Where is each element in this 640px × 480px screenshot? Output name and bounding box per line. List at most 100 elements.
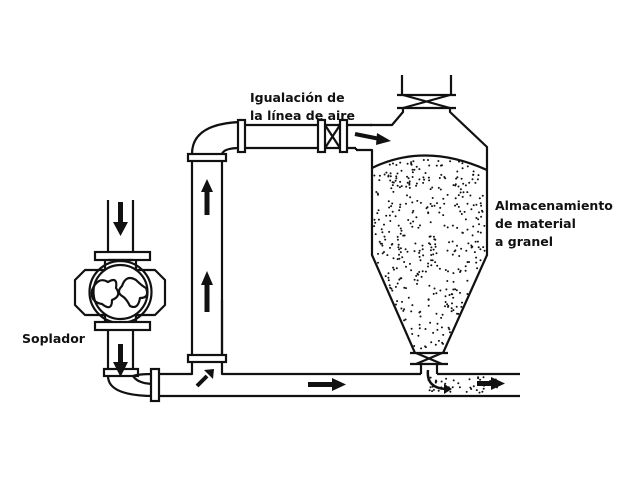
- particle: [403, 308, 406, 311]
- particle: [456, 170, 459, 173]
- particle: [479, 248, 482, 251]
- particle: [466, 202, 469, 205]
- particle: [447, 326, 450, 329]
- particle: [399, 161, 402, 164]
- particle: [394, 285, 397, 288]
- particle: [438, 267, 441, 270]
- particle: [439, 289, 442, 292]
- particle: [396, 172, 399, 175]
- particle: [419, 224, 421, 227]
- particle: [444, 295, 447, 298]
- particle: [482, 387, 485, 390]
- particle: [459, 188, 462, 191]
- particle: [380, 228, 383, 231]
- particle: [427, 176, 430, 179]
- particle: [444, 301, 447, 303]
- particle: [478, 391, 481, 394]
- riser-pipe: [186, 120, 241, 364]
- particle: [446, 193, 449, 196]
- particle: [412, 220, 415, 223]
- particle: [450, 310, 453, 313]
- arrow-diagonal-icon: [195, 369, 214, 388]
- particle: [403, 261, 406, 263]
- particle: [403, 286, 406, 289]
- particle: [468, 378, 471, 381]
- particle: [457, 185, 460, 188]
- particle: [429, 221, 432, 224]
- particle: [427, 304, 430, 307]
- particle: [378, 240, 381, 243]
- particle: [480, 215, 483, 218]
- particle: [408, 182, 411, 185]
- particle: [469, 386, 472, 389]
- particle: [459, 210, 462, 213]
- particle: [385, 214, 388, 217]
- particle: [470, 208, 473, 211]
- particle: [472, 170, 475, 173]
- particle: [472, 173, 475, 176]
- particle: [381, 244, 384, 247]
- particle: [374, 233, 377, 236]
- particle: [460, 247, 463, 250]
- particle: [381, 231, 384, 234]
- particle: [421, 244, 424, 247]
- particle: [410, 310, 413, 313]
- particle: [479, 259, 482, 262]
- particle: [409, 222, 412, 225]
- particle: [409, 262, 411, 265]
- particle: [455, 177, 458, 180]
- particle: [433, 287, 436, 290]
- blower: [73, 200, 167, 403]
- particle: [428, 284, 431, 287]
- particle: [384, 238, 387, 241]
- particle: [430, 341, 433, 344]
- particle: [450, 293, 453, 296]
- particle: [439, 188, 442, 191]
- particle: [383, 251, 385, 253]
- particle: [468, 261, 470, 263]
- particle: [413, 345, 416, 347]
- particle: [376, 212, 379, 215]
- particle: [399, 227, 402, 230]
- riser-bottom-flange: [186, 353, 228, 364]
- conveying-pipe: [160, 300, 520, 398]
- particle: [383, 235, 386, 238]
- particle: [434, 243, 437, 246]
- particle: [471, 234, 474, 237]
- particle: [377, 252, 379, 255]
- particle: [475, 261, 478, 264]
- particle: [434, 343, 437, 346]
- particle: [465, 390, 468, 393]
- particle: [452, 288, 455, 291]
- particle: [457, 382, 460, 385]
- particle: [392, 257, 395, 260]
- particle: [479, 378, 482, 381]
- particle: [405, 202, 407, 205]
- particle: [387, 200, 390, 203]
- particle: [432, 253, 435, 256]
- particle: [466, 191, 469, 194]
- particle: [419, 201, 422, 204]
- particle: [421, 248, 424, 251]
- particle: [399, 251, 402, 254]
- particle: [398, 253, 400, 256]
- particle: [402, 309, 405, 312]
- particle: [429, 249, 432, 252]
- particle: [398, 248, 401, 251]
- particle: [460, 305, 463, 308]
- particle: [466, 293, 469, 295]
- particle: [432, 388, 435, 391]
- particle: [472, 385, 475, 388]
- arrow-down-icon: [113, 202, 128, 236]
- particle: [408, 180, 411, 183]
- particle: [457, 268, 460, 271]
- air-line-valve: [316, 118, 349, 154]
- particle: [390, 187, 393, 190]
- particle: [415, 274, 418, 277]
- particle: [428, 235, 431, 238]
- particle: [472, 204, 475, 207]
- particle: [430, 259, 433, 262]
- particle: [383, 173, 386, 176]
- particle: [401, 256, 404, 259]
